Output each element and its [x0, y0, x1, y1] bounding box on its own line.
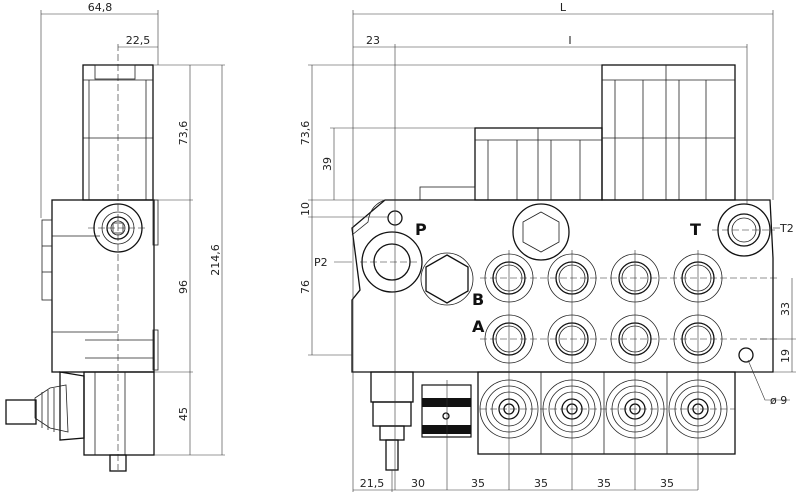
- label-t: T: [690, 220, 701, 239]
- front-valve-body: [351, 199, 774, 373]
- dim-length-total: L: [560, 1, 567, 14]
- bottom-dim-2: 30: [411, 477, 425, 490]
- label-p2: P2: [314, 256, 328, 269]
- side-lever-section: [5, 371, 155, 472]
- dim-front-top-height: 73,6: [299, 121, 312, 146]
- bottom-dim-5: 35: [597, 477, 611, 490]
- bottom-dim-6: 35: [660, 477, 674, 490]
- dim-bottom-offset: 19: [779, 349, 792, 363]
- label-b: B: [472, 290, 484, 309]
- side-body: [41, 199, 159, 373]
- port-top-plug: [512, 203, 570, 261]
- relief-valve: [370, 371, 414, 471]
- dim-offset-left: 23: [366, 34, 380, 47]
- label-a: A: [472, 317, 485, 336]
- front-spools: [370, 371, 736, 471]
- front-coils: [419, 64, 736, 201]
- dim-coil-height: 39: [321, 157, 334, 171]
- bottom-dim-3: 35: [471, 477, 485, 490]
- bottom-dim-4: 35: [534, 477, 548, 490]
- dim-side-top-height: 73,6: [177, 121, 190, 146]
- dim-side-body-height: 96: [177, 280, 190, 294]
- label-t2: T2: [779, 222, 794, 235]
- dim-hole-diameter: ø 9: [770, 394, 787, 407]
- dim-port-spacing: 33: [779, 302, 792, 316]
- side-view: [5, 44, 159, 472]
- check-plug: [421, 384, 472, 438]
- centerlines: [360, 44, 780, 490]
- front-view: P T B A: [351, 44, 780, 490]
- label-p: P: [415, 220, 427, 239]
- dim-side-bottom-height: 45: [177, 407, 190, 421]
- dim-length-inner: I: [568, 34, 571, 47]
- dim-side-width: 64,8: [88, 1, 113, 14]
- port-plug-hex: [420, 252, 474, 306]
- dim-side-offset: 22,5: [126, 34, 151, 47]
- front-view-dimensions: L I 23 73,6 39 10 76 33 19 ø 9 P2 T2 21,…: [299, 1, 796, 492]
- dim-side-total-height: 214,6: [209, 244, 222, 276]
- dim-top-port-offset: 10: [299, 202, 312, 216]
- dim-body-height: 76: [299, 280, 312, 294]
- side-view-dimensions: 64,8 22,5 73,6 96 214,6 45: [40, 1, 225, 456]
- mount-hole: [738, 347, 754, 363]
- bottom-dim-1: 21,5: [360, 477, 385, 490]
